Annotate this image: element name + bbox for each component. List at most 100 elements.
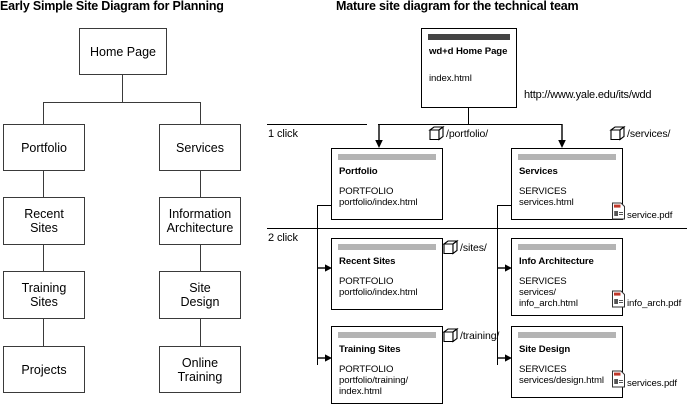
- simple-node-label: Site Design: [181, 281, 220, 309]
- connector-portfolio-recent: [43, 171, 45, 197]
- line2: Design: [180, 295, 220, 309]
- simple-node-label: Home Page: [89, 44, 156, 59]
- simple-node-label: Projects: [21, 362, 67, 377]
- card-template: SERVICES: [519, 364, 567, 375]
- arrow-right-site-design: [497, 354, 512, 362]
- folder-icon: [442, 327, 459, 343]
- pdf-icon: [612, 370, 625, 388]
- card-title: Training Sites: [339, 344, 401, 355]
- connector-services-spine-top: [497, 205, 512, 207]
- card-title-bar: [428, 34, 510, 40]
- card-title-bar: [338, 332, 436, 338]
- level-label-1-click: 1 click: [268, 128, 298, 140]
- card-title: Recent Sites: [339, 256, 396, 267]
- folder-icon: [428, 125, 445, 141]
- simple-node-recent-sites[interactable]: Recent Sites: [3, 197, 85, 245]
- card-home-page[interactable]: wd+d Home Page index.html: [421, 28, 517, 108]
- pdf-label-services: services.pdf: [627, 378, 677, 389]
- folder-label-training: /training/: [460, 330, 500, 342]
- arrow-down-services: [558, 124, 566, 148]
- card-title: Portfolio: [339, 166, 378, 177]
- arrow-down-portfolio: [375, 124, 383, 148]
- card-title-bar: [338, 244, 436, 250]
- card-path: portfolio/index.html: [339, 287, 418, 298]
- connector-services-infoarch: [200, 171, 202, 197]
- card-title-bar: [518, 244, 616, 250]
- line1: Information: [168, 207, 232, 221]
- card-path-2: info_arch.html: [519, 298, 578, 309]
- arrow-right-training-sites: [317, 354, 332, 362]
- simple-node-label: Training Sites: [22, 281, 67, 309]
- card-title: wd+d Home Page: [429, 46, 508, 57]
- line2: Architecture: [166, 221, 234, 235]
- simple-node-projects[interactable]: Projects: [3, 346, 85, 393]
- card-path: services/: [519, 287, 556, 298]
- connector-services-spine: [497, 205, 499, 365]
- connector-bus: [43, 102, 201, 104]
- folder-label-services: /services/: [627, 128, 671, 140]
- card-template: PORTFOLIO: [339, 276, 394, 287]
- line1: Recent: [24, 207, 64, 221]
- card-template: PORTFOLIO: [339, 186, 394, 197]
- pdf-icon: [612, 290, 625, 308]
- level-label-2-click: 2 click: [268, 232, 298, 244]
- line2: Training: [177, 369, 223, 384]
- folder-label-portfolio: /portfolio/: [446, 128, 489, 140]
- connector-root-down: [122, 75, 124, 103]
- line1: Online: [181, 355, 219, 370]
- left-diagram-title: Early Simple Site Diagram for Planning: [0, 0, 224, 13]
- card-info-architecture[interactable]: Info Architecture SERVICES services/ inf…: [511, 238, 623, 316]
- folder-icon: [609, 125, 626, 141]
- connector-home-stem: [468, 108, 470, 125]
- simple-node-services[interactable]: Services: [159, 124, 241, 171]
- card-recent-sites[interactable]: Recent Sites PORTFOLIO portfolio/index.h…: [331, 238, 443, 310]
- pdf-icon: [612, 202, 625, 220]
- card-title: Services: [519, 166, 558, 177]
- card-title-bar: [338, 154, 436, 160]
- root-url-label: http://www.yale.edu/its/wdd: [524, 89, 652, 101]
- right-diagram-title: Mature site diagram for the technical te…: [336, 0, 579, 13]
- simple-node-training-sites[interactable]: Training Sites: [3, 271, 85, 319]
- simple-node-label: Recent Sites: [24, 207, 64, 235]
- rule-1-click: [267, 124, 367, 126]
- card-training-sites[interactable]: Training Sites PORTFOLIO portfolio/train…: [331, 326, 443, 404]
- simple-node-site-design[interactable]: Site Design: [159, 271, 241, 319]
- connector-drop-right: [200, 102, 202, 124]
- simple-node-label: Information Architecture: [167, 207, 234, 235]
- card-title: Info Architecture: [519, 256, 594, 267]
- arrow-right-recent-sites: [317, 264, 332, 272]
- card-template: SERVICES: [519, 186, 567, 197]
- card-path: services/design.html: [519, 375, 604, 386]
- simple-node-label: Portfolio: [21, 140, 67, 155]
- connector-portfolio-spine-top: [317, 205, 332, 207]
- simple-node-home-page[interactable]: Home Page: [79, 28, 167, 75]
- card-file: index.html: [429, 73, 472, 84]
- line1: Site: [189, 281, 211, 295]
- connector-recent-training: [43, 245, 45, 271]
- simple-node-information-architecture[interactable]: Information Architecture: [159, 197, 241, 245]
- folder-icon: [442, 239, 459, 255]
- card-title: Site Design: [519, 344, 571, 355]
- pdf-label-info-arch: info_arch.pdf: [627, 298, 682, 309]
- card-template: SERVICES: [519, 276, 567, 287]
- line1: Training: [21, 281, 67, 295]
- card-path: portfolio/index.html: [339, 197, 418, 208]
- card-title-bar: [518, 154, 616, 160]
- connector-portfolio-spine: [317, 205, 319, 365]
- arrow-right-info-architecture: [497, 264, 512, 272]
- line2: Sites: [30, 221, 58, 235]
- simple-node-online-training[interactable]: Online Training: [159, 346, 241, 393]
- simple-node-label: Services: [176, 140, 224, 155]
- connector-sitedesign-online: [200, 319, 202, 346]
- card-path-2: index.html: [339, 386, 382, 397]
- connector-training-projects: [43, 319, 45, 346]
- card-services[interactable]: Services SERVICES services.html: [511, 148, 623, 220]
- card-portfolio[interactable]: Portfolio PORTFOLIO portfolio/index.html: [331, 148, 443, 220]
- connector-drop-left: [43, 102, 45, 124]
- simple-node-portfolio[interactable]: Portfolio: [3, 124, 85, 171]
- line2: Sites: [30, 295, 58, 309]
- card-site-design[interactable]: Site Design SERVICES services/design.htm…: [511, 326, 623, 398]
- card-path: portfolio/training/: [339, 375, 409, 386]
- card-template: PORTFOLIO: [339, 364, 394, 375]
